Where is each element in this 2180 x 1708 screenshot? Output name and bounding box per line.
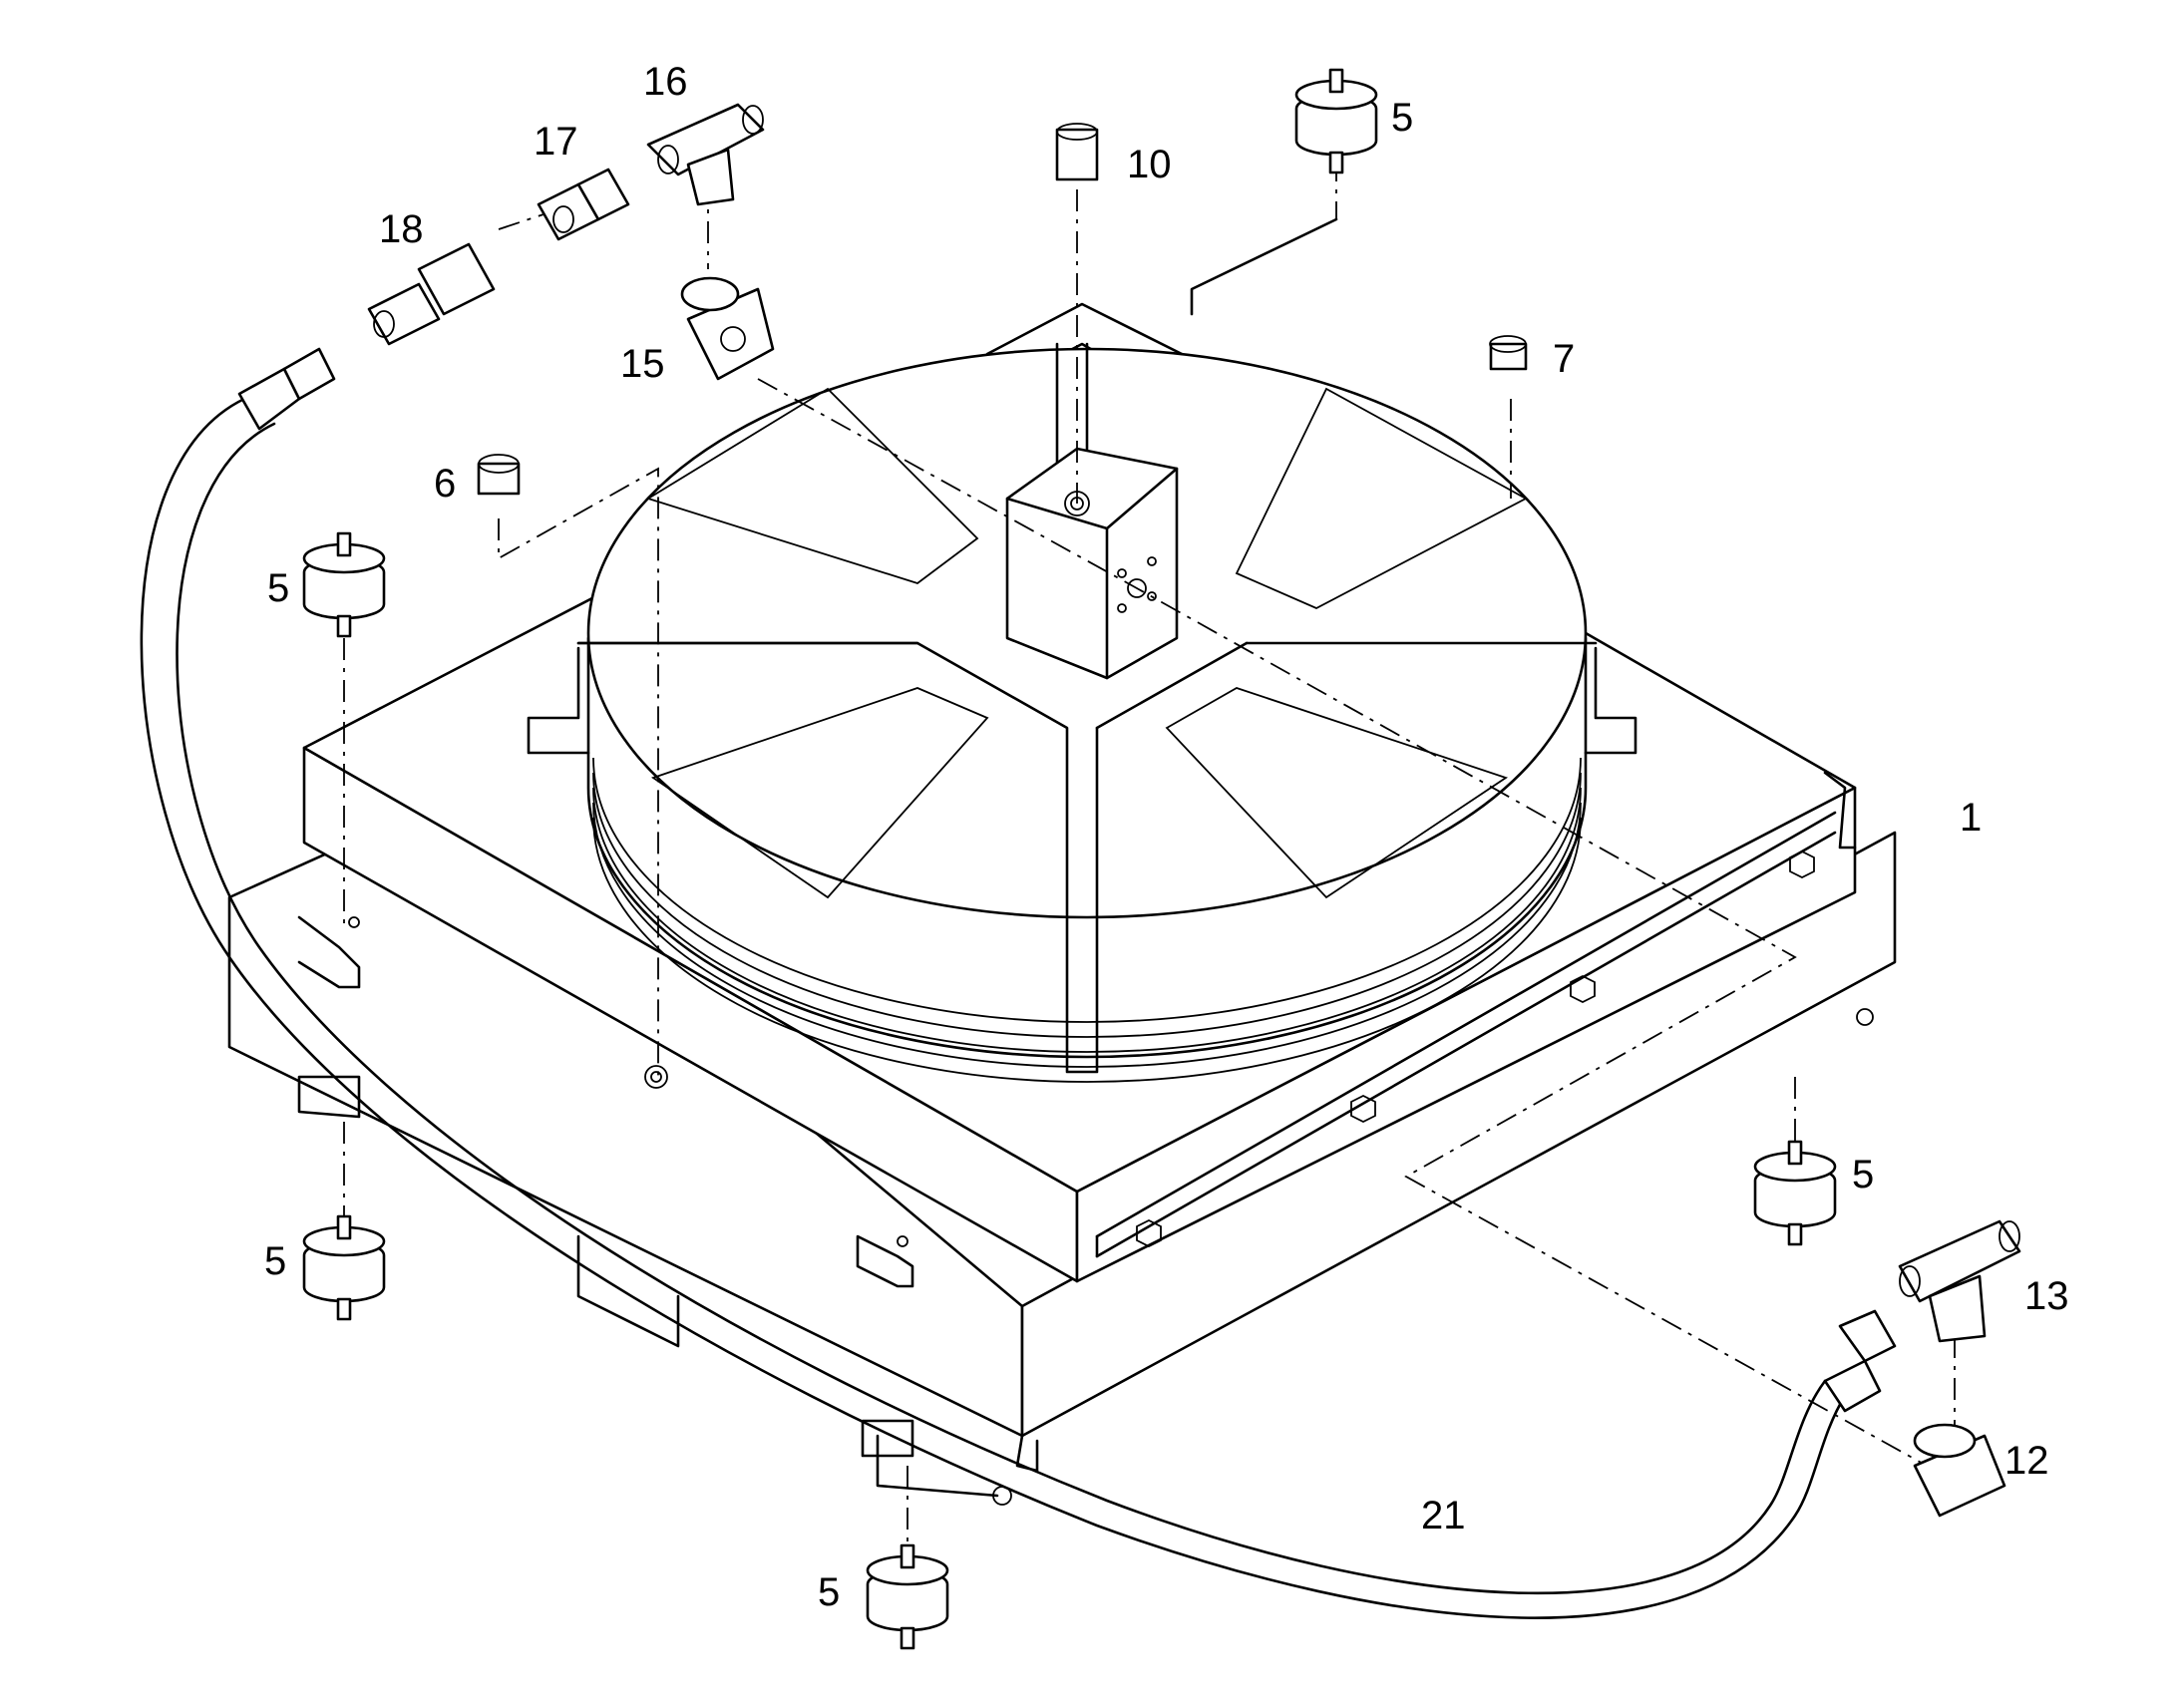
- part-label-12: 12: [2004, 1439, 2049, 1483]
- part-label-13: 13: [2024, 1274, 2069, 1318]
- part-label-5: 5: [264, 1239, 287, 1283]
- part-label-6: 6: [434, 462, 457, 506]
- part-label-10: 10: [1127, 143, 1172, 186]
- hose: [140, 347, 1897, 1619]
- part-label-18: 18: [379, 207, 424, 251]
- part-label-5: 5: [1852, 1153, 1875, 1196]
- part-label-17: 17: [534, 120, 578, 164]
- part-label-1: 1: [1960, 796, 1983, 840]
- part-label-5: 5: [1391, 96, 1414, 140]
- fittings-top-left: [367, 103, 1528, 496]
- rubber-mounts: [302, 68, 1837, 1650]
- part-label-21: 21: [1421, 1494, 1466, 1537]
- part-label-7: 7: [1553, 337, 1576, 381]
- fan-shroud: [527, 217, 1637, 1083]
- part-label-5: 5: [267, 566, 290, 610]
- part-label-16: 16: [643, 60, 688, 104]
- part-label-15: 15: [620, 342, 665, 386]
- part-label-5: 5: [818, 1570, 841, 1614]
- fittings-bottom-right: [1898, 1219, 2021, 1518]
